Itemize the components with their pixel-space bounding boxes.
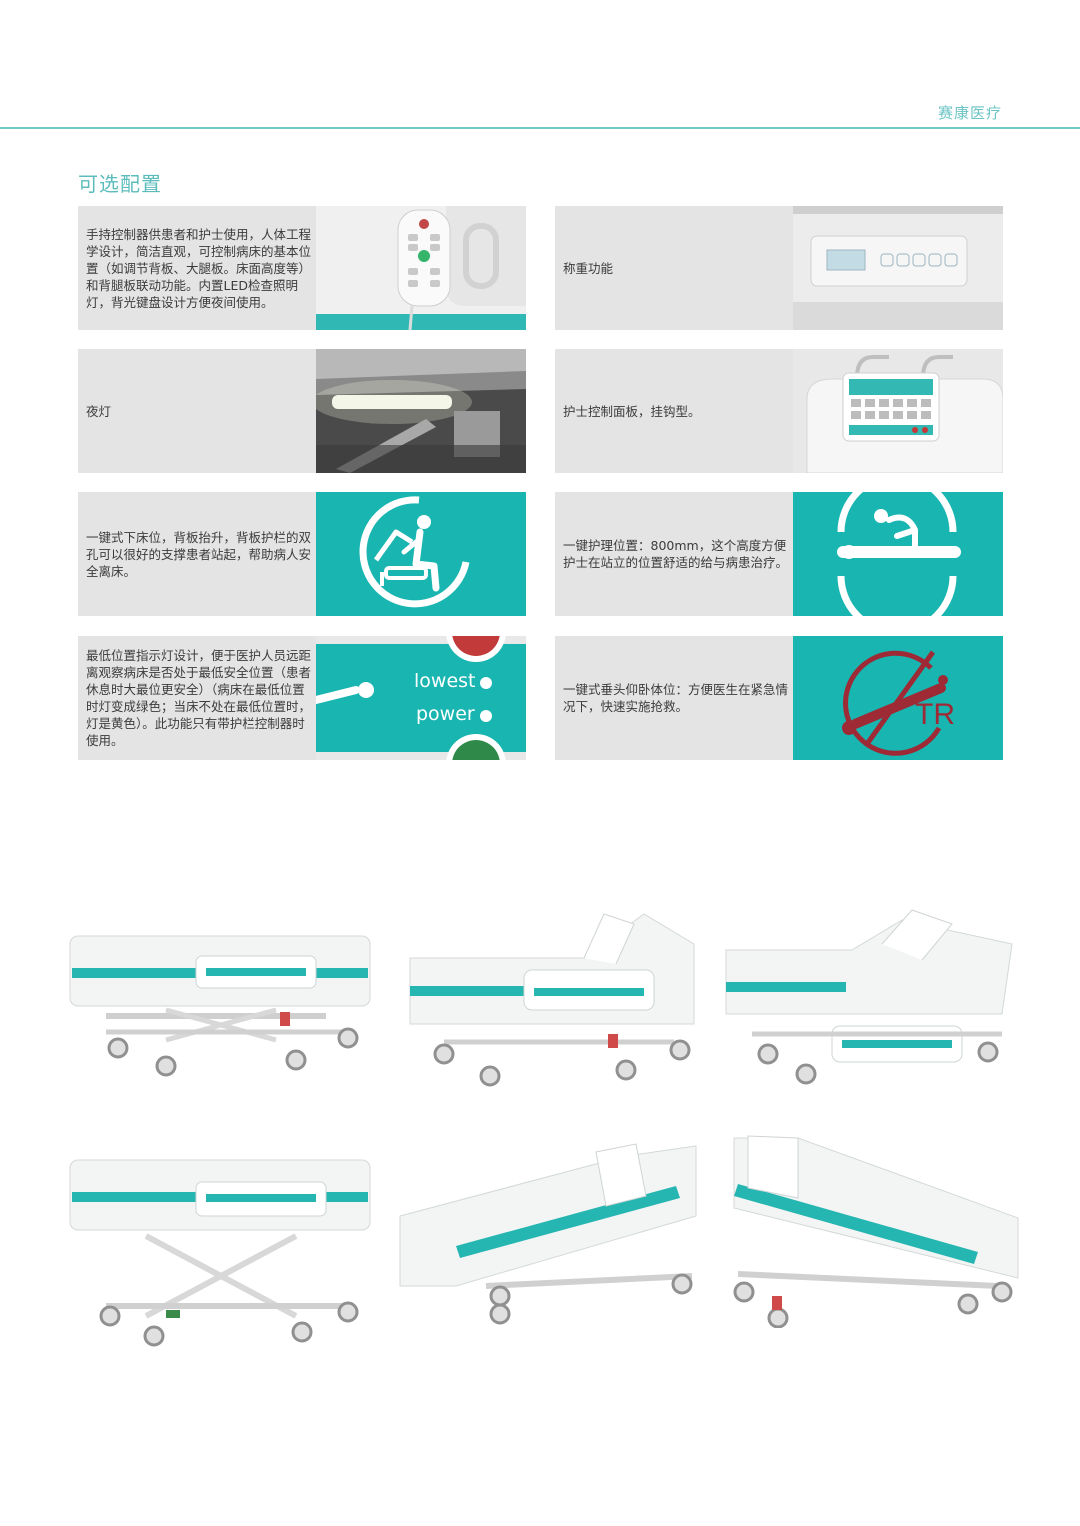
hand-controller-photo bbox=[316, 206, 526, 330]
bed-reverse-trendelenburg-photo bbox=[733, 1135, 1019, 1328]
lowest-label: lowest bbox=[414, 670, 476, 692]
exit-bed-icon bbox=[316, 492, 526, 616]
feature-text: 一键护理位置：800mm，这个高度方便护士在站立的位置舒适的给与病患治疗。 bbox=[563, 538, 789, 570]
feature-text: 一键式下床位，背板抬升，背板护栏的双孔可以很好的支撑患者站起，帮助病人安全离床。 bbox=[86, 529, 312, 579]
brand-name: 赛康医疗 bbox=[937, 104, 1002, 122]
section-title: 可选配置 bbox=[78, 172, 162, 196]
bed-trendelenburg-photo bbox=[399, 1143, 697, 1325]
nurse-panel-photo bbox=[793, 349, 1003, 473]
feature-card-lowest-indicator: 最低位置指示灯设计，便于医护人员远距离观察病床是否处于最低安全位置（患者休息时大… bbox=[78, 636, 526, 760]
bed-backrest-raised-photo bbox=[409, 913, 695, 1087]
nursing-position-icon bbox=[793, 492, 1003, 616]
trendelenburg-icon: TR bbox=[793, 636, 1003, 760]
power-label: power bbox=[416, 703, 475, 725]
feature-card-hand-controller: 手持控制器供患者和护士使用，人体工程学设计，简洁直观，可控制病床的基本位置（如调… bbox=[78, 206, 526, 330]
feature-text: 一键式垂头仰卧体位：方便医生在紧急情况下，快速实施抢救。 bbox=[563, 682, 789, 714]
feature-text: 手持控制器供患者和护士使用，人体工程学设计，简洁直观，可控制病床的基本位置（如调… bbox=[86, 226, 312, 310]
feature-card-nurse-panel: 护士控制面板，挂钩型。 bbox=[555, 349, 1003, 473]
feature-card-night-light: 夜灯 bbox=[78, 349, 526, 473]
tr-badge: TR bbox=[915, 698, 955, 731]
feature-card-trendelenburg: 一键式垂头仰卧体位：方便医生在紧急情况下，快速实施抢救。 TR bbox=[555, 636, 1003, 760]
lowest-indicator-photo: lowest power bbox=[316, 636, 526, 760]
feature-card-exit-bed: 一键式下床位，背板抬升，背板护栏的双孔可以很好的支撑患者站起，帮助病人安全离床。 bbox=[78, 492, 526, 616]
feature-card-weighing: 称重功能 bbox=[555, 206, 1003, 330]
bed-high-position-photo bbox=[69, 1159, 371, 1347]
night-light-photo bbox=[316, 349, 526, 473]
feature-card-nursing-position: 一键护理位置：800mm，这个高度方便护士在站立的位置舒适的给与病患治疗。 bbox=[555, 492, 1003, 616]
weighing-display-photo bbox=[793, 206, 1003, 330]
header-divider bbox=[0, 127, 1080, 129]
bed-flat-photo bbox=[69, 935, 371, 1077]
feature-text: 夜灯 bbox=[86, 403, 112, 419]
feature-text: 最低位置指示灯设计，便于医护人员远距离观察病床是否处于最低安全位置（患者休息时大… bbox=[86, 648, 312, 748]
bed-cardiac-chair-photo bbox=[725, 909, 1013, 1085]
feature-text: 护士控制面板，挂钩型。 bbox=[563, 403, 701, 419]
feature-text: 称重功能 bbox=[563, 260, 614, 276]
